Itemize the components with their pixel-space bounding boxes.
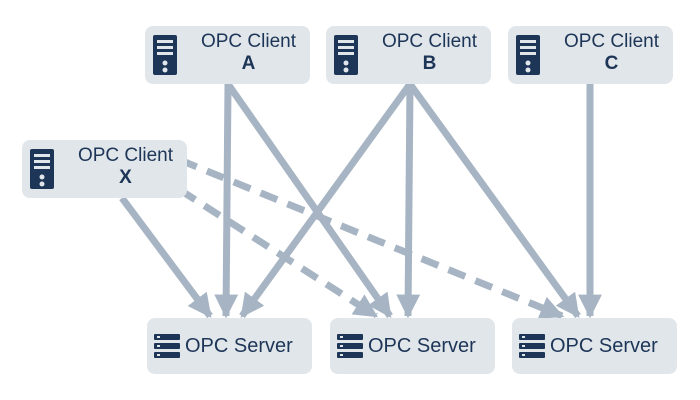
opc-server-3[interactable]: OPC Server xyxy=(512,318,677,374)
opc-client-x[interactable]: OPC Client X xyxy=(22,140,187,198)
client-label: OPC Client xyxy=(381,31,478,52)
opc-server-2[interactable]: OPC Server xyxy=(330,318,495,374)
server-rack-icon xyxy=(154,334,180,358)
connection-a-to-s2-solid xyxy=(225,81,393,319)
connection-b-to-s3-solid xyxy=(407,81,581,319)
opc-server-1[interactable]: OPC Server xyxy=(147,318,312,374)
connection-b-to-s2-solid xyxy=(396,83,421,319)
server-label: OPC Server xyxy=(550,335,658,357)
computer-tower-icon xyxy=(153,35,177,75)
connection-b-to-s1-solid xyxy=(239,81,413,319)
opc-client-c[interactable]: OPC Client C xyxy=(508,26,673,84)
client-label: OPC Client xyxy=(77,145,174,166)
client-id: X xyxy=(119,167,132,188)
client-id: A xyxy=(241,53,256,74)
client-id: B xyxy=(422,53,437,74)
connection-a-to-s1-solid xyxy=(214,83,239,319)
connection-x-to-s2-dashed xyxy=(178,187,379,319)
computer-tower-icon xyxy=(334,35,358,75)
client-label: OPC Client xyxy=(200,31,297,52)
computer-tower-icon xyxy=(30,149,54,189)
client-label: OPC Client xyxy=(563,31,660,52)
client-id: C xyxy=(604,53,619,74)
server-rack-icon xyxy=(519,334,545,358)
computer-tower-icon xyxy=(516,35,540,75)
connection-x-to-s1-solid xyxy=(119,195,213,319)
connection-x-to-s3-dashed xyxy=(178,156,565,320)
server-label: OPC Server xyxy=(368,335,476,357)
server-rack-icon xyxy=(337,334,363,358)
opc-client-b[interactable]: OPC Client B xyxy=(326,26,491,84)
server-label: OPC Server xyxy=(185,335,293,357)
opc-client-a[interactable]: OPC Client A xyxy=(145,26,310,84)
